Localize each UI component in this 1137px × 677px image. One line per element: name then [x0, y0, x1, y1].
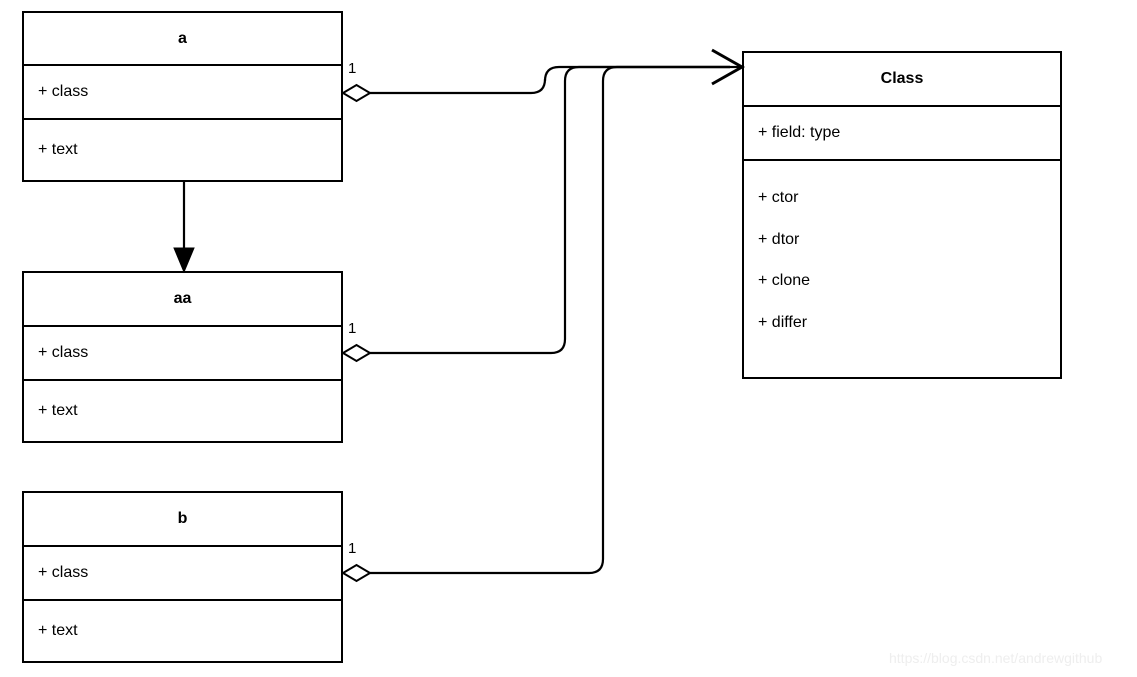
class-class-methods-compartment: + ctor + dtor + clone + differ [744, 159, 1060, 377]
hollow-diamond-icon-a [341, 83, 372, 103]
edge-a-to-class[interactable] [341, 65, 730, 103]
multiplicity-a-to-class: 1 [348, 60, 357, 77]
edge-aa-to-class-path [370, 65, 730, 355]
edge-a-to-class-path [370, 65, 730, 95]
class-class-field-0: + field: type [758, 124, 841, 142]
multiplicity-b-to-class: 1 [348, 540, 357, 557]
hollow-diamond-icon-aa [341, 343, 372, 363]
class-box-b[interactable]: b + class + text [22, 491, 343, 663]
class-aa-methods-compartment: + text [24, 379, 341, 441]
class-class-title-compartment: Class [744, 53, 1060, 105]
open-arrow-icon [711, 48, 746, 86]
class-a-title-compartment: a [24, 13, 341, 64]
class-class-method-0: + ctor [758, 189, 799, 206]
class-b-method-0: + text [38, 622, 78, 640]
class-class-method-2: + clone [758, 272, 811, 290]
class-aa-field-0: + class [38, 344, 89, 362]
class-aa-method-0: + text [38, 402, 78, 420]
class-aa-title-compartment: aa [24, 273, 341, 325]
class-a-methods-compartment: + text [24, 118, 341, 180]
class-class-method-1: + dtor [758, 230, 800, 248]
class-b-name: b [177, 510, 188, 527]
class-b-fields-compartment: + class [24, 545, 341, 599]
class-b-methods-compartment: + text [24, 599, 341, 661]
class-a-fields-compartment: + class [24, 64, 341, 118]
class-aa-name: aa [173, 290, 192, 307]
class-a-name: a [178, 29, 187, 47]
class-a-field-0: + class [38, 83, 89, 101]
class-box-aa[interactable]: aa + class + text [22, 271, 343, 443]
class-class-name: Class [880, 70, 924, 87]
class-a-method-0: + text [38, 141, 78, 159]
edge-b-to-class-path [370, 65, 730, 575]
multiplicity-aa-to-class: 1 [348, 320, 357, 337]
edge-b-to-class[interactable] [341, 65, 730, 583]
class-box-a[interactable]: a + class + text [22, 11, 343, 182]
watermark-text: https://blog.csdn.net/andrewgithub [889, 650, 1103, 666]
class-box-class[interactable]: Class + field: type + ctor + dtor + clon… [742, 51, 1062, 379]
class-class-method-3: + differ [758, 313, 808, 331]
class-class-fields-compartment: + field: type [744, 105, 1060, 159]
class-b-title-compartment: b [24, 493, 341, 545]
class-b-field-0: + class [38, 564, 89, 582]
edge-aa-to-class[interactable] [341, 65, 730, 363]
edge-a-to-aa[interactable] [173, 182, 195, 274]
filled-arrow-icon [173, 247, 195, 274]
hollow-diamond-icon-b [341, 563, 372, 583]
class-aa-fields-compartment: + class [24, 325, 341, 379]
